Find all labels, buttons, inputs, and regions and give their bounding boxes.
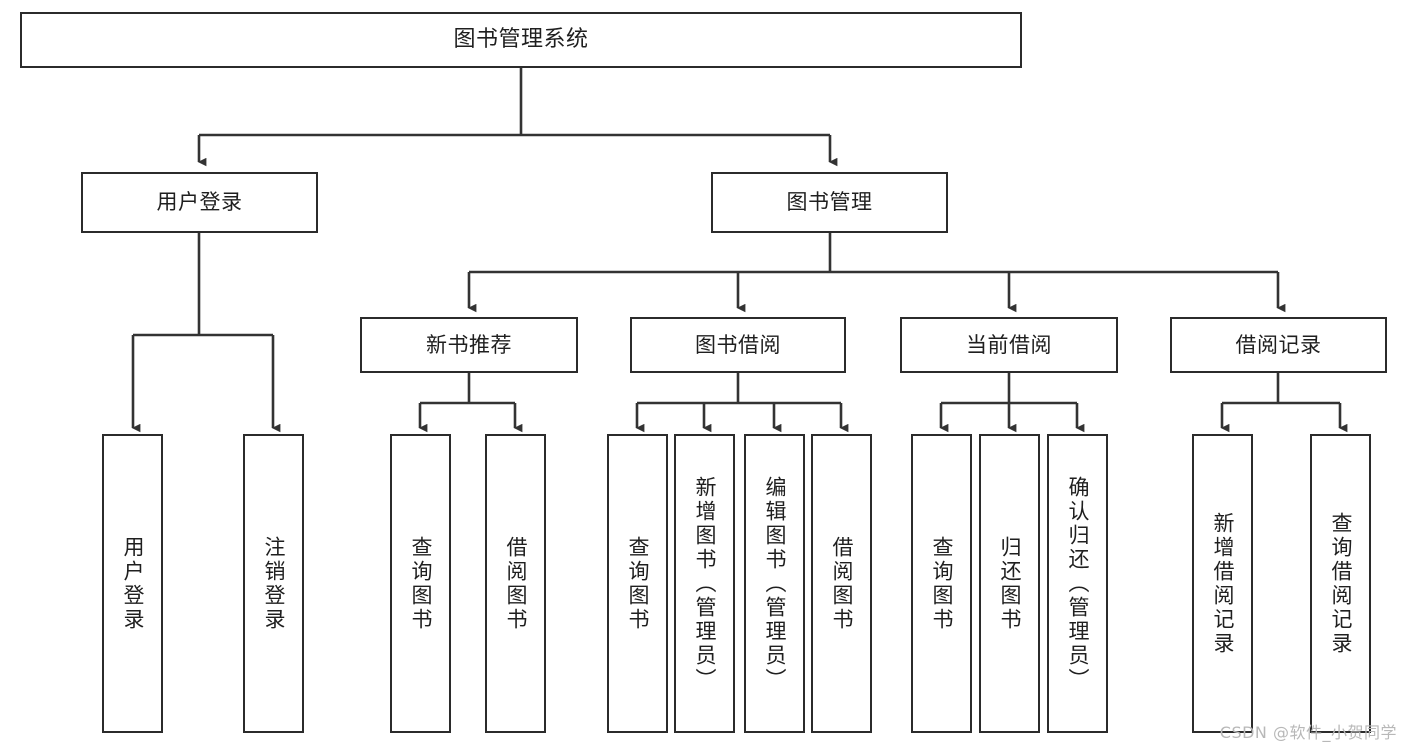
node-label: 编辑图书（管理员） — [763, 475, 787, 692]
node-leaf-query-book-1[interactable]: 查询图书 — [390, 434, 451, 733]
node-label: 用户登录 — [156, 190, 243, 215]
node-book-borrow[interactable]: 图书借阅 — [630, 317, 846, 373]
node-leaf-return-book[interactable]: 归还图书 — [979, 434, 1040, 733]
node-label: 归还图书 — [998, 535, 1022, 632]
node-label: 查询图书 — [626, 535, 650, 632]
node-user-login[interactable]: 用户登录 — [81, 172, 318, 233]
node-label: 当前借阅 — [966, 332, 1052, 357]
node-label: 注销登录 — [262, 535, 286, 632]
node-label: 查询图书 — [409, 535, 433, 632]
node-label: 新增借阅记录 — [1211, 511, 1235, 656]
node-label: 查询图书 — [930, 535, 954, 632]
node-label: 借阅记录 — [1235, 332, 1322, 357]
node-label: 图书管理系统 — [453, 27, 589, 53]
node-label: 确认归还（管理员） — [1066, 475, 1090, 692]
node-leaf-confirm-return[interactable]: 确认归还（管理员） — [1047, 434, 1108, 733]
node-leaf-add-book[interactable]: 新增图书（管理员） — [674, 434, 735, 733]
node-leaf-query-record[interactable]: 查询借阅记录 — [1310, 434, 1371, 733]
node-label: 图书管理 — [786, 190, 873, 215]
node-label: 用户登录 — [121, 535, 145, 632]
node-leaf-user-login[interactable]: 用户登录 — [102, 434, 163, 733]
node-borrow-record[interactable]: 借阅记录 — [1170, 317, 1387, 373]
node-root-system[interactable]: 图书管理系统 — [20, 12, 1022, 68]
node-leaf-query-book-2[interactable]: 查询图书 — [607, 434, 668, 733]
node-leaf-edit-book[interactable]: 编辑图书（管理员） — [744, 434, 805, 733]
csdn-watermark: CSDN @软件_小贺同学 — [1219, 723, 1397, 742]
node-leaf-query-book-3[interactable]: 查询图书 — [911, 434, 972, 733]
node-label: 新书推荐 — [426, 332, 512, 357]
node-leaf-add-record[interactable]: 新增借阅记录 — [1192, 434, 1253, 733]
node-new-book-recommend[interactable]: 新书推荐 — [360, 317, 578, 373]
node-label: 新增图书（管理员） — [693, 475, 717, 692]
node-leaf-borrow-book-1[interactable]: 借阅图书 — [485, 434, 546, 733]
node-label: 借阅图书 — [504, 535, 528, 632]
node-label: 借阅图书 — [830, 535, 854, 632]
node-current-borrow[interactable]: 当前借阅 — [900, 317, 1118, 373]
node-book-manage[interactable]: 图书管理 — [711, 172, 948, 233]
node-leaf-user-logout[interactable]: 注销登录 — [243, 434, 304, 733]
node-leaf-borrow-book-2[interactable]: 借阅图书 — [811, 434, 872, 733]
node-label: 图书借阅 — [695, 332, 781, 357]
node-label: 查询借阅记录 — [1329, 511, 1353, 656]
